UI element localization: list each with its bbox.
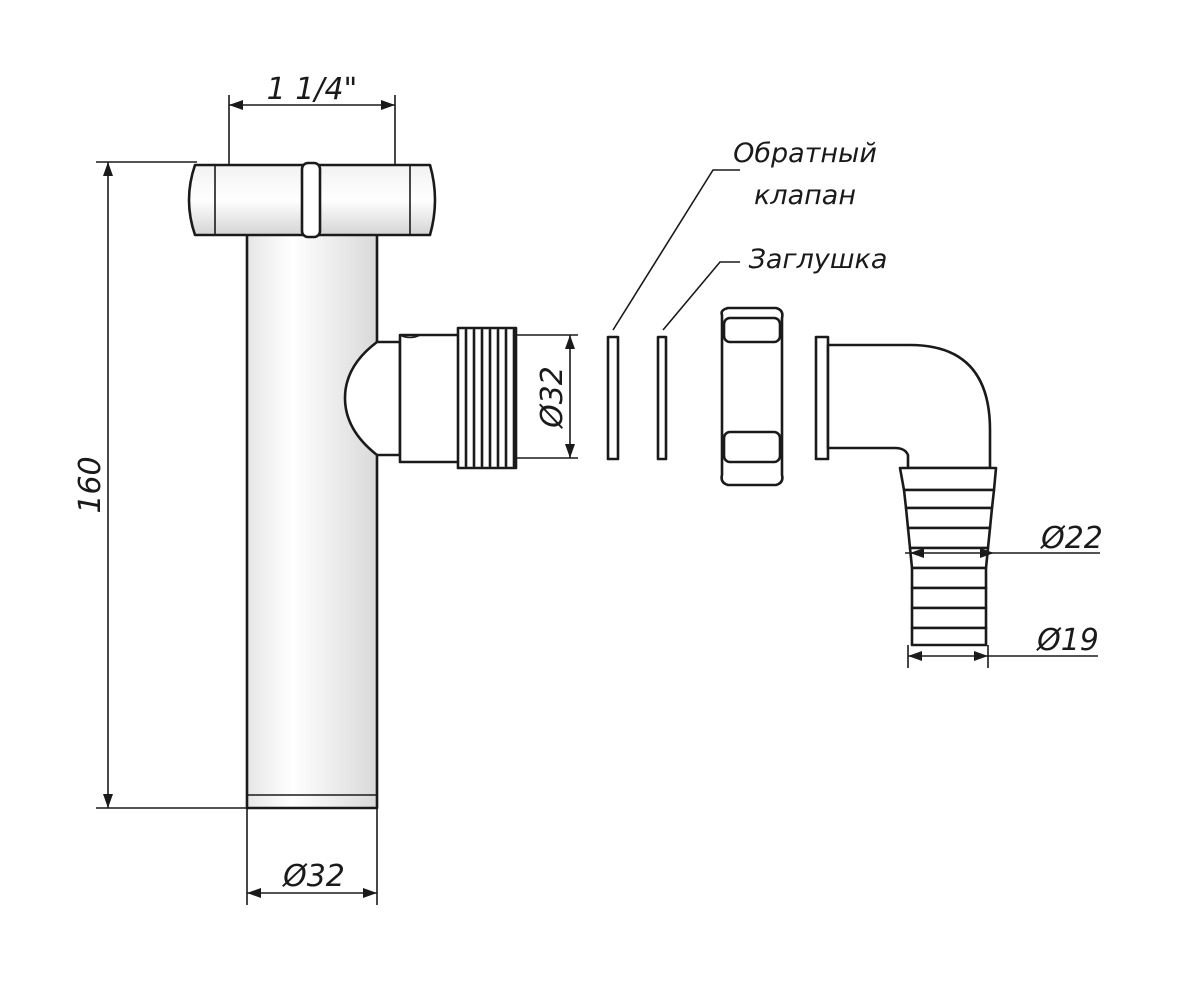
check-valve-disc xyxy=(606,335,620,461)
branch-union-nut xyxy=(720,306,784,487)
side-branch xyxy=(343,326,518,470)
hose-inner-label: Ø19 xyxy=(1035,623,1099,658)
dimension-pipe-diameter: Ø32 xyxy=(246,808,378,905)
branch-diameter-label: Ø32 xyxy=(535,366,570,430)
leader-plug: Заглушка xyxy=(662,244,888,331)
leader-check-valve: Обратный клапан xyxy=(612,138,877,331)
height-label: 160 xyxy=(73,456,108,513)
hose-outer-label: Ø22 xyxy=(1039,521,1103,556)
branch-thread xyxy=(456,326,518,470)
check-valve-label-line2: клапан xyxy=(754,180,856,211)
dimension-hose-outer: Ø22 xyxy=(905,521,1103,558)
check-valve-label-line1: Обратный xyxy=(733,138,877,169)
dimension-height: 160 xyxy=(73,161,247,809)
top-union-nut xyxy=(187,161,437,239)
elbow-hose-connector xyxy=(814,335,998,647)
plug-label: Заглушка xyxy=(749,244,888,275)
dimension-branch-diameter: Ø32 xyxy=(515,334,578,459)
dimension-hose-inner: Ø19 xyxy=(907,623,1099,668)
pipe-diameter-label: Ø32 xyxy=(281,859,345,894)
plug-disc xyxy=(656,335,668,461)
main-pipe xyxy=(245,228,379,810)
top-thread-label: 1 1/4" xyxy=(267,72,358,107)
hose-tail xyxy=(898,466,998,647)
dimension-top-thread: 1 1/4" xyxy=(228,72,396,165)
